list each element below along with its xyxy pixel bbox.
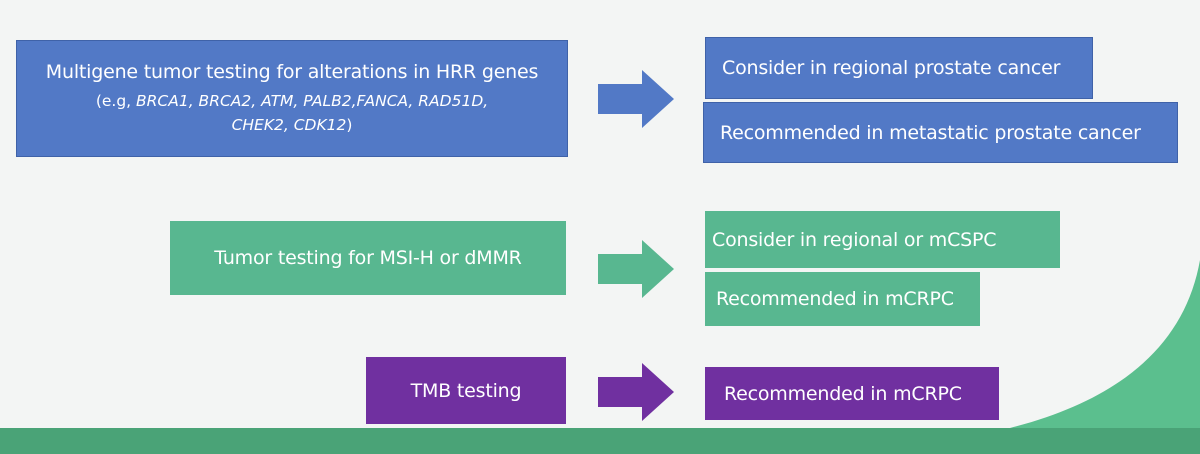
hrr-testing-title: Multigene tumor testing for alterations … — [45, 60, 539, 83]
right-arrow-icon — [598, 70, 674, 128]
hrr-gene-examples: (e.g, BRCA1, BRCA2, ATM, PALB2,FANCA, RA… — [95, 91, 489, 134]
target-mcrpc-purple: Recommended in mCRPC — [705, 367, 999, 420]
right-arrow-icon — [598, 363, 674, 421]
msi-testing-box: Tumor testing for MSI-H or dMMR — [170, 221, 566, 295]
target-regional-prostate-cancer: Consider in regional prostate cancer — [705, 37, 1093, 99]
tmb-testing-box: TMB testing — [366, 357, 566, 424]
right-arrow-icon — [598, 240, 674, 298]
target-metastatic-prostate-cancer: Recommended in metastatic prostate cance… — [703, 102, 1178, 163]
target-regional-or-mcspc: Consider in regional or mCSPC — [705, 211, 1060, 268]
gene-list-line2: CHEK2, CDK12 — [231, 115, 347, 134]
gene-list-line1: BRCA1, BRCA2, ATM, PALB2,FANCA, RAD51D, — [136, 91, 489, 110]
target-mcrpc-green: Recommended in mCRPC — [705, 272, 980, 326]
hrr-testing-box: Multigene tumor testing for alterations … — [16, 40, 568, 157]
